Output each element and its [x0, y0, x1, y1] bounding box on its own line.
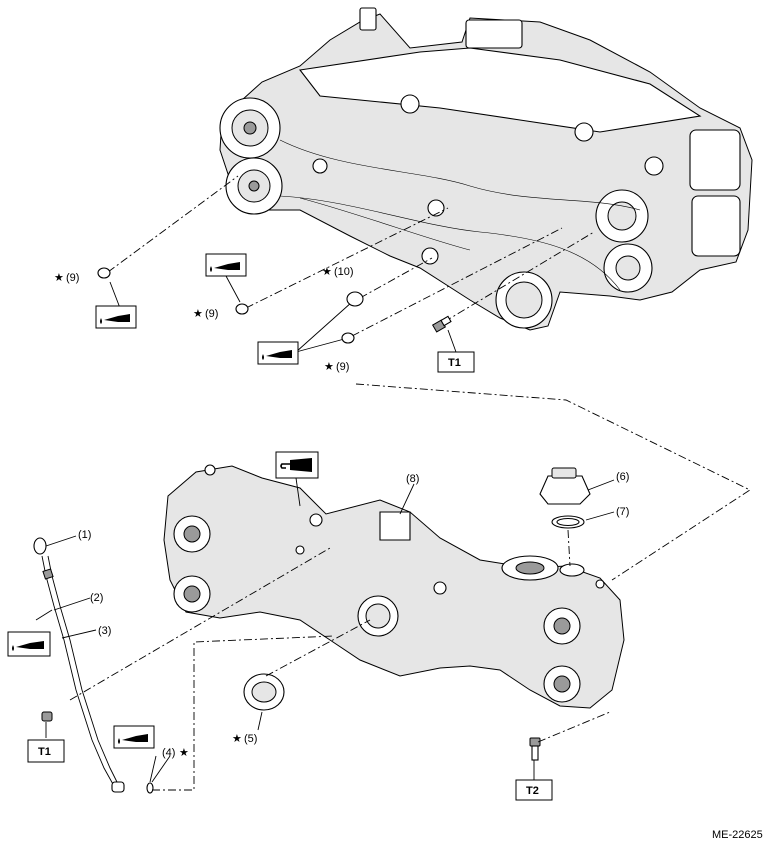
lower-leader-lines: [35, 477, 615, 791]
callout-4: (4): [162, 747, 175, 759]
bolt-t1-upper: [431, 315, 452, 333]
callout-9c-star: ★: [324, 361, 334, 373]
svg-text:T1: T1: [448, 357, 461, 369]
oil-can-icon: [95, 305, 137, 329]
callout-7: (7): [616, 506, 629, 518]
seal-9a: [97, 267, 111, 279]
front-oil-seal: [243, 673, 285, 711]
callout-5: (5): [244, 733, 257, 745]
callout-9a: (9): [66, 272, 79, 284]
assembly-link-line: [355, 383, 751, 581]
callout-10-star: ★: [322, 266, 332, 278]
oil-can-icon: [257, 341, 299, 365]
torque-box-t1-upper: T1: [437, 351, 475, 373]
bolt-t2: [529, 737, 541, 761]
seal-10: [346, 291, 364, 307]
callout-9b: (9): [205, 308, 218, 320]
chain-cover-illustration: [163, 464, 625, 709]
callout-9c: (9): [336, 361, 349, 373]
oil-filler-cap: [539, 467, 591, 505]
callout-8: (8): [406, 473, 419, 485]
callout-9b-star: ★: [193, 308, 203, 320]
callout-2: (2): [90, 592, 103, 604]
callout-10: (10): [334, 266, 354, 278]
callout-6: (6): [616, 471, 629, 483]
callout-5-star: ★: [232, 733, 242, 745]
gauge-o-ring: [146, 782, 154, 794]
oil-can-icon: [113, 725, 155, 749]
torque-box-t2: T2: [515, 779, 553, 801]
bolt-t1-lower: [41, 711, 53, 722]
callout-9a-star: ★: [54, 272, 64, 284]
engine-assembly-illustration: [219, 7, 753, 331]
diagram-id: ME-22625: [712, 829, 763, 841]
callout-4-star: ★: [179, 747, 189, 759]
seal-9b: [235, 303, 249, 315]
oil-can-icon: [205, 253, 247, 277]
oil-can-icon: [7, 631, 51, 657]
seal-9c: [341, 332, 355, 344]
callout-3: (3): [98, 625, 111, 637]
svg-text:T2: T2: [526, 785, 539, 797]
oil-level-gauge: [33, 537, 125, 793]
svg-text:T1: T1: [38, 746, 51, 758]
torque-box-t1-lower: T1: [27, 739, 65, 763]
liquid-gasket-icon: [275, 451, 319, 479]
upper-leader-lines: [107, 175, 595, 353]
callout-1: (1): [78, 529, 91, 541]
